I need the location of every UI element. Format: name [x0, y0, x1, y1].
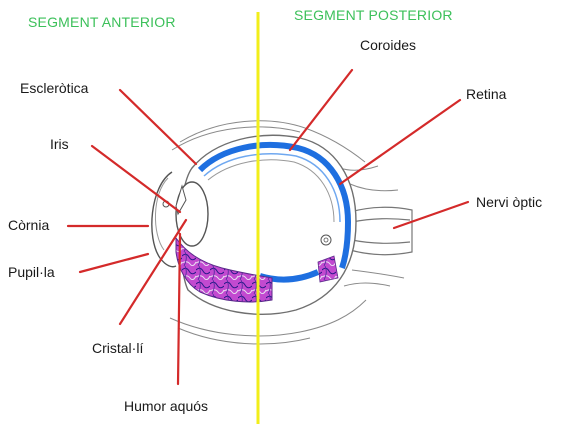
optic-nerve: [350, 207, 412, 255]
leader-coroides: [290, 70, 352, 150]
leader-esclerotica: [120, 90, 196, 164]
section-anterior-title: SEGMENT ANTERIOR: [28, 14, 176, 30]
label-pupilla: Pupil·la: [8, 264, 55, 280]
label-retina: Retina: [466, 86, 506, 102]
section-posterior-title: SEGMENT POSTERIOR: [294, 7, 453, 23]
leader-pupilla: [80, 254, 148, 272]
label-cornia: Còrnia: [8, 217, 49, 233]
label-esclerotica: Escleròtica: [20, 80, 88, 96]
label-humor: Humor aquós: [124, 398, 208, 414]
label-iris: Iris: [50, 136, 69, 152]
leader-retina: [340, 100, 460, 184]
label-coroides: Coroides: [360, 37, 416, 53]
label-nervi: Nervi òptic: [476, 194, 542, 210]
label-cristalli: Cristal·lí: [92, 340, 143, 356]
